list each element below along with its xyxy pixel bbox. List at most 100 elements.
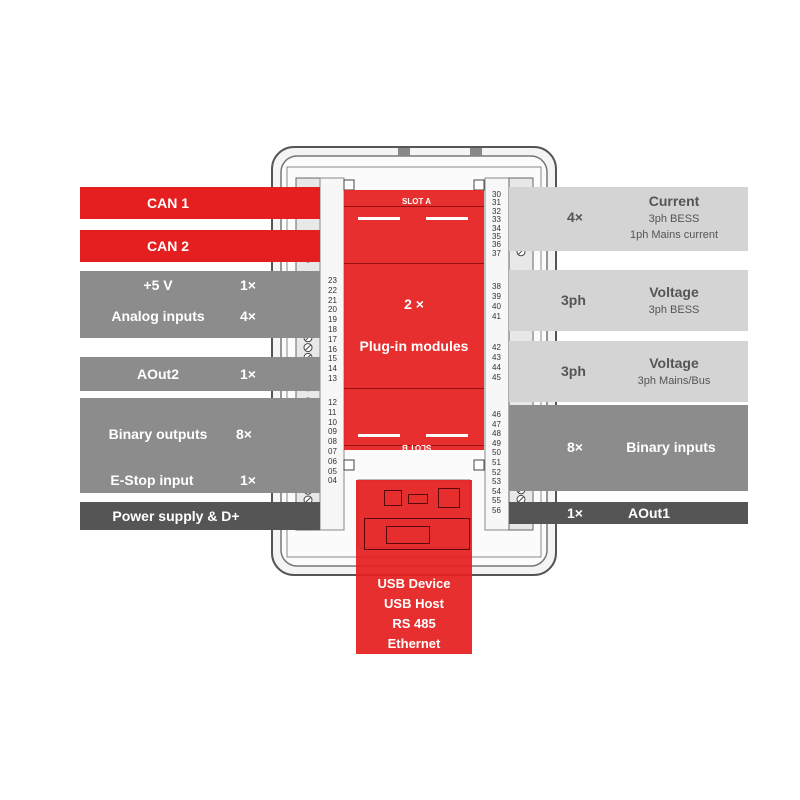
terminal-screw-slot xyxy=(305,497,311,503)
slot-a-label: SLOT A xyxy=(402,197,432,206)
analog-inputs-count: 4× xyxy=(240,308,256,324)
supply-5v-label: +5 V xyxy=(143,277,173,293)
current-title: Current xyxy=(648,193,700,209)
can2-label: CAN 2 xyxy=(146,238,190,254)
aout1-band: 1× AOut1 xyxy=(509,502,748,524)
pin-56: 56 xyxy=(492,506,501,515)
ethernet-port xyxy=(438,488,460,508)
binary-inputs-count: 8× xyxy=(567,439,583,455)
can1-label: CAN 1 xyxy=(146,195,190,211)
aout2-band: AOut2 1× xyxy=(80,357,320,391)
binary-outputs-band: Binary outputs 8× E-Stop input 1× xyxy=(80,398,320,493)
pin-21: 21 xyxy=(328,295,337,305)
slot-b-bar-right xyxy=(426,434,468,437)
pin-38: 38 xyxy=(492,282,501,291)
pin-35: 35 xyxy=(492,232,501,241)
can1-band: CAN 1 xyxy=(80,187,320,219)
pin-40: 40 xyxy=(492,302,501,311)
slot-a-bar-right xyxy=(426,217,468,220)
supply-5v-count: 1× xyxy=(240,277,256,293)
power-supply-band: Power supply & D+ xyxy=(80,502,320,530)
current-band: 4× Current 3ph BESS 1ph Mains current xyxy=(509,187,748,251)
estop-count: 1× xyxy=(240,472,256,488)
pin-04: 04 xyxy=(328,476,337,486)
usb-device-label: USB Device xyxy=(377,576,451,591)
modules-label: Plug-in modules xyxy=(359,338,469,354)
pin-12: 12 xyxy=(328,398,337,407)
pin-09: 09 xyxy=(328,427,337,437)
terminal-screw-slot xyxy=(305,344,311,351)
voltage-mains-count: 3ph xyxy=(561,363,586,379)
pin-32: 32 xyxy=(492,206,501,216)
pin-08: 08 xyxy=(328,437,337,447)
aout1-label: AOut1 xyxy=(628,505,670,521)
pin-41: 41 xyxy=(492,312,501,321)
analog-band: +5 V 1× Analog inputs 4× xyxy=(80,271,320,338)
aout1-count: 1× xyxy=(567,505,583,521)
pin-49: 49 xyxy=(492,438,501,448)
pin-54: 54 xyxy=(492,486,501,496)
pin-48: 48 xyxy=(492,429,501,439)
rs485-label: RS 485 xyxy=(392,616,436,631)
aout2-count: 1× xyxy=(240,366,256,382)
binary-outputs-label: Binary outputs xyxy=(108,426,208,442)
pin-30: 30 xyxy=(492,190,501,199)
pin-52: 52 xyxy=(492,467,501,477)
binary-inputs-label: Binary inputs xyxy=(626,439,716,455)
pin-44: 44 xyxy=(492,363,501,372)
pin-33: 33 xyxy=(492,215,501,225)
usb-device-port xyxy=(384,490,402,506)
rs485-connector xyxy=(386,526,430,544)
power-supply-label: Power supply & D+ xyxy=(112,508,240,524)
pin-53: 53 xyxy=(492,477,501,487)
binary-inputs-band: 8× Binary inputs xyxy=(509,405,748,491)
pin-45: 45 xyxy=(492,373,501,382)
pin-18: 18 xyxy=(328,325,337,334)
can2-band: CAN 2 xyxy=(80,230,320,262)
pin-34: 34 xyxy=(492,223,501,233)
usb-host-label: USB Host xyxy=(384,596,444,611)
voltage-mains-title: Voltage xyxy=(649,355,699,371)
pin-51: 51 xyxy=(492,458,501,467)
pin-22: 22 xyxy=(328,285,337,295)
slot-b-bar-left xyxy=(358,434,400,437)
modules-count: 2 × xyxy=(404,296,424,312)
pin-42: 42 xyxy=(492,343,501,352)
pin-55: 55 xyxy=(492,496,501,506)
voltage-bess-count: 3ph xyxy=(561,292,586,308)
pin-23: 23 xyxy=(328,276,337,285)
pin-50: 50 xyxy=(492,448,501,458)
pin-19: 19 xyxy=(328,315,337,325)
pin-14: 14 xyxy=(328,364,337,374)
analog-inputs-label: Analog inputs xyxy=(111,308,205,324)
pin-37: 37 xyxy=(492,248,501,258)
pin-13: 13 xyxy=(328,374,337,383)
voltage-bess-sub: 3ph BESS xyxy=(648,304,700,316)
pin-15: 15 xyxy=(328,354,337,364)
pin-47: 47 xyxy=(492,419,501,429)
pin-17: 17 xyxy=(328,334,337,344)
pin-39: 39 xyxy=(492,292,501,301)
communication-interfaces-area: USB Device USB Host RS 485 Ethernet xyxy=(356,480,472,654)
voltage-bess-title: Voltage xyxy=(649,284,699,300)
pin-43: 43 xyxy=(492,353,501,362)
pin-06: 06 xyxy=(328,456,337,466)
voltage-mains-sub: 3ph Mains/Bus xyxy=(637,375,711,387)
ethernet-label: Ethernet xyxy=(387,636,441,651)
pin-10: 10 xyxy=(328,417,337,427)
pin-16: 16 xyxy=(328,344,337,354)
aout2-label: AOut2 xyxy=(137,366,179,382)
pin-11: 11 xyxy=(328,407,337,417)
pin-46: 46 xyxy=(492,410,501,419)
current-sub1: 3ph BESS xyxy=(648,213,700,225)
terminal-screw-slot xyxy=(518,496,524,503)
voltage-bess-band: 3ph Voltage 3ph BESS xyxy=(509,270,748,331)
pin-36: 36 xyxy=(492,240,501,250)
current-count: 4× xyxy=(567,209,583,225)
pin-20: 20 xyxy=(328,305,337,315)
estop-label: E-Stop input xyxy=(110,472,194,488)
bottom-inner-frame xyxy=(364,518,470,550)
current-sub2: 1ph Mains current xyxy=(629,229,719,241)
slot-a-panel xyxy=(344,206,484,264)
